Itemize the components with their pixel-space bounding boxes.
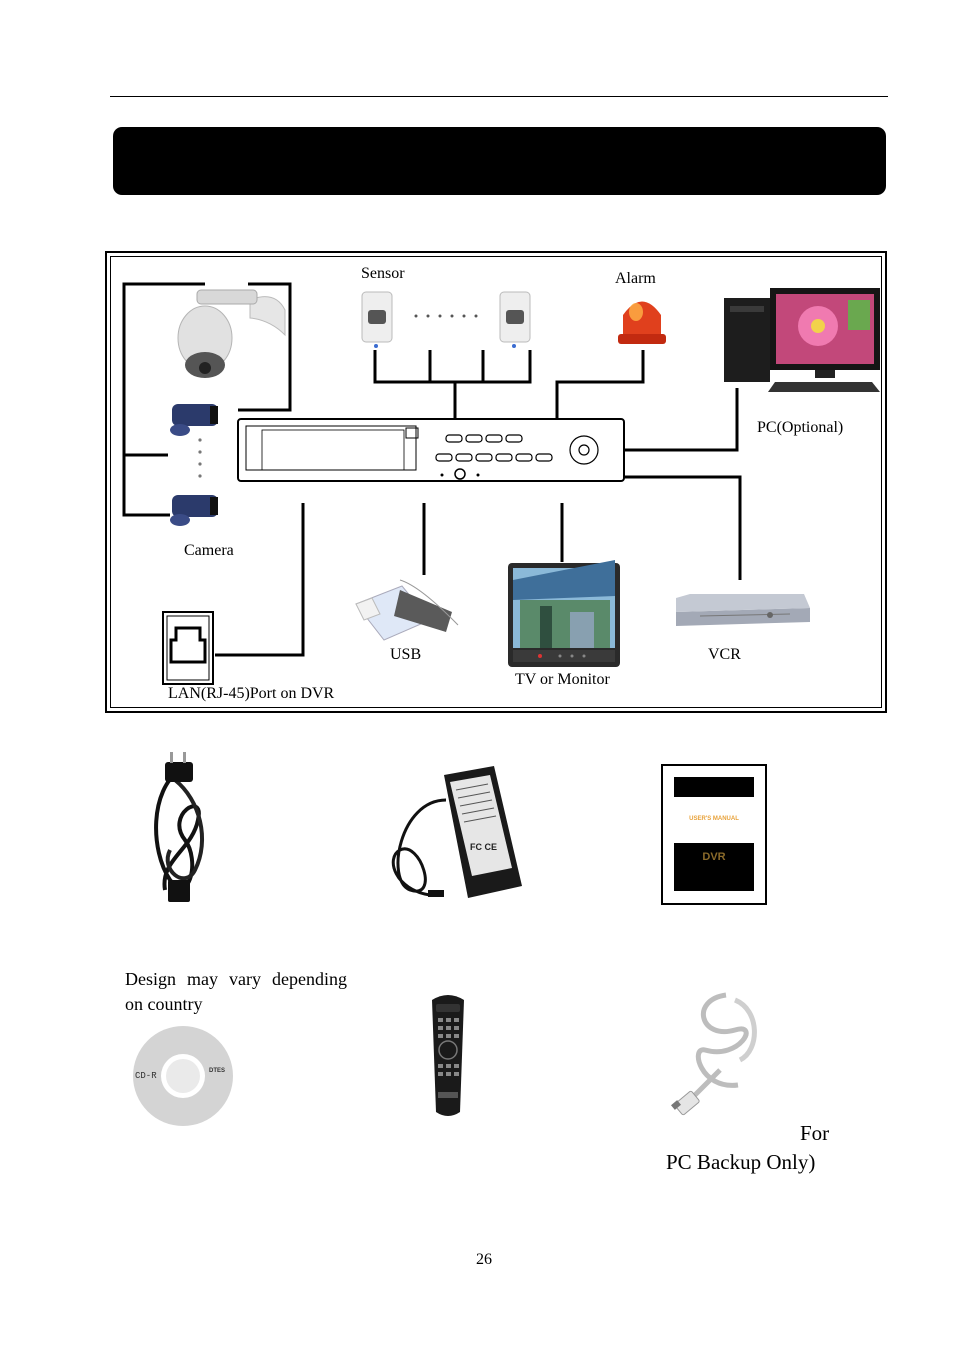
sensor-label: Sensor — [361, 265, 405, 282]
page-number: 26 — [476, 1251, 492, 1268]
alarm-label: Alarm — [615, 270, 656, 287]
cd-label: CD-R — [135, 1071, 157, 1081]
pc-label: PC(Optional) — [757, 419, 844, 436]
svg-text:FC CE: FC CE — [470, 842, 497, 852]
user-manual-icon — [661, 764, 767, 905]
lan-label: LAN(RJ-45)Port on DVR — [168, 685, 335, 702]
usb-cable-icon — [671, 992, 757, 1116]
remote-control-icon — [432, 995, 464, 1116]
wiring-lines — [122, 282, 742, 657]
sensor-icon — [361, 291, 393, 348]
sensor-chain-dots — [414, 314, 478, 318]
dvr-unit — [237, 418, 625, 482]
header-rule — [110, 96, 888, 97]
bullet-camera-icon — [170, 495, 218, 526]
cable-note-line1: For — [800, 1121, 830, 1145]
usb-stick-icon — [355, 579, 459, 641]
cd-brand: DTES — [209, 1068, 226, 1074]
connection-diagram — [105, 251, 887, 713]
power-cord-icon — [154, 752, 204, 902]
power-cord-note: Design may vary depending on country — [125, 969, 347, 1014]
manual-cover-logo: DVR — [702, 851, 726, 863]
accessories-graphics: FC CE — [133, 752, 767, 1126]
alarm-icon — [618, 301, 666, 344]
rj45-port-icon — [162, 611, 214, 685]
section-title-bar — [113, 127, 886, 195]
ptz-camera-icon — [177, 289, 286, 378]
power-adapter-icon: FC CE — [391, 766, 522, 898]
sensor-icon — [499, 291, 531, 348]
tv-label: TV or Monitor — [515, 671, 610, 688]
cd-disc-icon — [133, 1026, 233, 1126]
pc-icon — [724, 288, 880, 392]
camera-label: Camera — [184, 542, 234, 559]
cable-note-line2: PC Backup Only) — [666, 1150, 816, 1174]
vcr-label: VCR — [708, 646, 741, 663]
usb-label: USB — [390, 646, 422, 663]
diagram-inner-frame — [110, 256, 882, 708]
manual-cover-title: USER'S MANUAL — [689, 816, 739, 822]
camera-chain-dots — [198, 438, 202, 478]
vcr-icon — [676, 594, 810, 626]
tv-monitor-icon — [508, 560, 620, 667]
bullet-camera-icon — [170, 404, 218, 436]
diagram-graphics — [122, 282, 880, 685]
